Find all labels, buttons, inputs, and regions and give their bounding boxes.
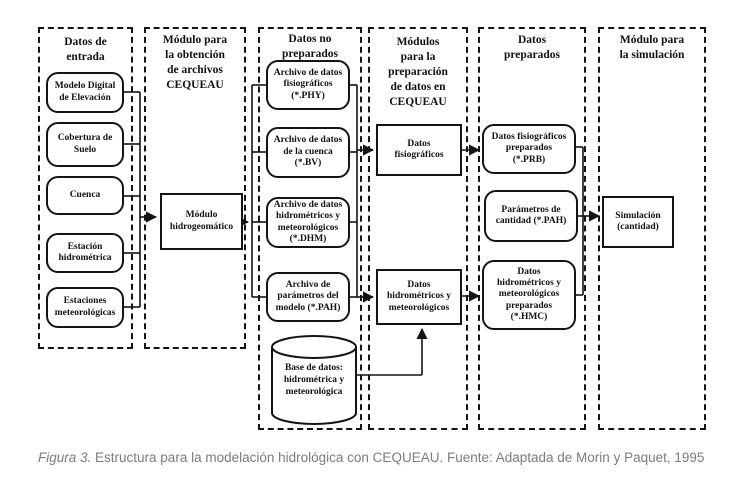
box-hidro-meteo-preparados-hmc: Datos hidrométricos y meteorológicos pre… [482, 260, 576, 330]
box-cobertura-suelo: Cobertura de Suelo [46, 122, 124, 167]
column-modulo-obtencion [144, 27, 246, 349]
box-archivo-fisiograficos-phy: Archivo de datos fisiográficos (*.PHY) [266, 60, 350, 110]
box-modelo-digital-elevacion: Modelo Digital de Elevación [46, 72, 124, 113]
box-fisiograficos-preparados-prb: Datos fisiográficos preparados (*.PRB) [482, 124, 576, 174]
column-datos-preparados [478, 27, 586, 430]
header-modulo-obtencion: Módulo para la obtención de archivos CEQ… [162, 34, 228, 91]
header-datos-no-preparados: Datos no preparados [281, 33, 339, 60]
header-modulos-preparacion: Módulos para la preparación de datos en … [388, 36, 448, 108]
box-parametros-cantidad-pah: Parámetros de cantidad (*.PAH) [484, 190, 578, 242]
header-datos-entrada: Datos de entrada [64, 36, 107, 63]
column-datos-entrada [38, 27, 133, 349]
box-datos-fisiograficos: Datos fisiográficos [376, 124, 462, 176]
header-datos-preparados: Datos preparados [503, 34, 561, 61]
column-datos-no-preparados [258, 27, 362, 430]
column-modulos-preparacion [368, 27, 468, 430]
figure-caption-label: Figura 3. [38, 450, 92, 465]
box-cuenca: Cuenca [46, 176, 124, 215]
figure-caption-text: Estructura para la modelación hidrológic… [91, 450, 705, 465]
box-simulacion-cantidad: Simulación (cantidad) [602, 196, 674, 248]
box-archivo-cuenca-bv: Archivo de datos de la cuenca (*.BV) [266, 127, 350, 178]
column-modulo-simulacion [598, 27, 706, 430]
box-modulo-hidrogeomatico: Módulo hidrogeomático [160, 193, 243, 250]
box-estacion-hidrometrica: Estación hidrométrica [46, 233, 124, 273]
box-archivo-hidro-meteo-dhm: Archivo de datos hidrométricos y meteoro… [266, 197, 350, 248]
box-estaciones-meteorologicas: Estaciones meteorológicas [46, 287, 124, 328]
box-archivo-parametros-pah: Archivo de parámetros del modelo (*.PAH) [266, 272, 350, 322]
header-modulo-simulacion: Módulo para la simulación [619, 34, 685, 61]
figure-caption: Figura 3. Estructura para la modelación … [38, 450, 718, 465]
database-label: Base de datos: hidrométrica y meteorológ… [283, 363, 345, 397]
box-datos-hidro-meteorologicos: Datos hidrométricos y meteorológicos [376, 269, 462, 325]
